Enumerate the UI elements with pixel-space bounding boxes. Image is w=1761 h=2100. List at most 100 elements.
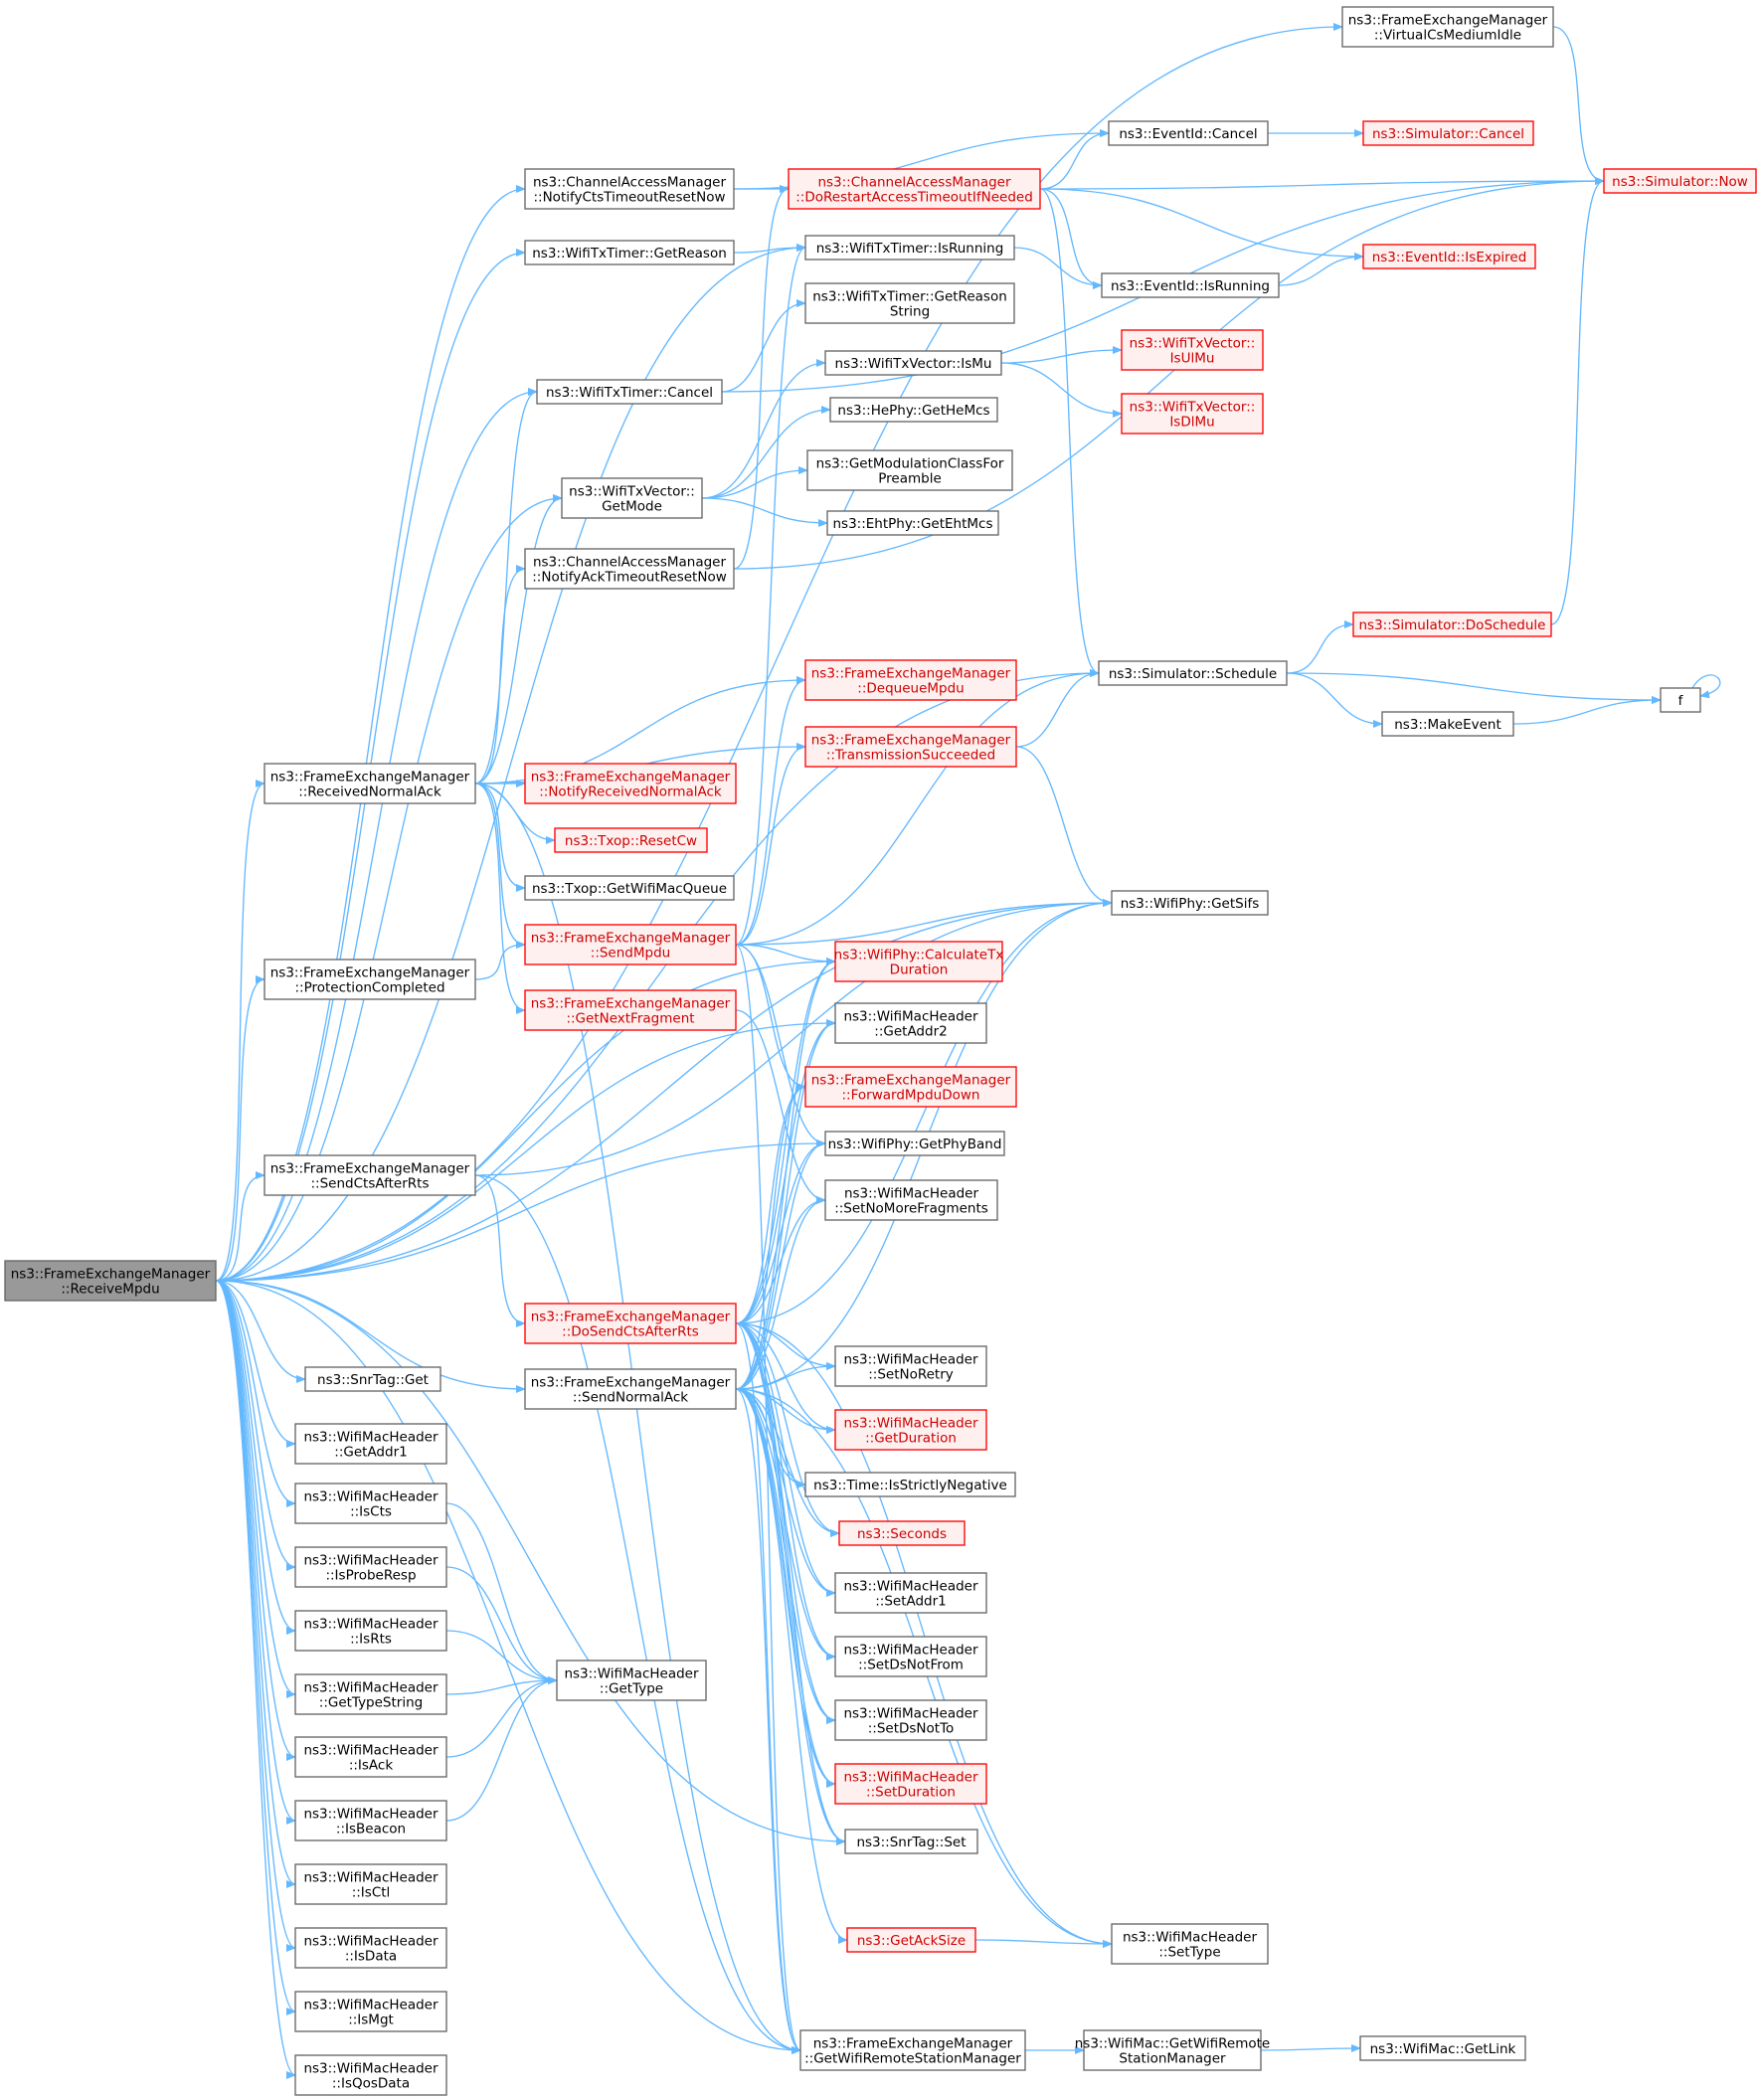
- node-setDsNotFrom[interactable]: ns3::WifiMacHeader::SetDsNotFrom: [834, 1636, 987, 1677]
- edge-root-typeString: [215, 1280, 296, 1698]
- edge-root-isCtl: [215, 1280, 296, 1888]
- node-getAckSize[interactable]: ns3::GetAckSize: [846, 1927, 976, 1953]
- node-box: [804, 1066, 1017, 1108]
- node-isRts[interactable]: ns3::WifiMacHeader::IsRts: [294, 1610, 447, 1652]
- node-noMoreFrag[interactable]: ns3::WifiMacHeader::SetNoMoreFragments: [824, 1179, 998, 1221]
- node-setType[interactable]: ns3::WifiMacHeader::SetType: [1111, 1923, 1269, 1965]
- node-vcsIdle[interactable]: ns3::FrameExchangeManager::VirtualCsMedi…: [1341, 6, 1554, 48]
- node-box: [834, 1572, 987, 1614]
- node-getRsm[interactable]: ns3::FrameExchangeManager::GetWifiRemote…: [799, 2029, 1026, 2071]
- edge-vcsIdle-now: [1552, 26, 1605, 185]
- node-resetCw[interactable]: ns3::Txop::ResetCw: [554, 827, 708, 853]
- node-getLink[interactable]: ns3::WifiMac::GetLink: [1359, 2035, 1526, 2061]
- node-label: ns3::MakeEvent: [1394, 717, 1501, 733]
- edge-root-phyBand: [215, 1139, 826, 1282]
- node-evCancel[interactable]: ns3::EventId::Cancel: [1108, 120, 1269, 146]
- node-label: ns3::FrameExchangeManager: [1348, 13, 1548, 29]
- node-protCompleted[interactable]: ns3::FrameExchangeManager::ProtectionCom…: [264, 959, 476, 1000]
- node-getReason[interactable]: ns3::WifiTxTimer::GetReason: [524, 240, 735, 265]
- node-seconds[interactable]: ns3::Seconds: [838, 1520, 966, 1546]
- node-getAddr2[interactable]: ns3::WifiMacHeader::GetAddr2: [834, 1002, 987, 1044]
- node-isDlMu[interactable]: ns3::WifiTxVector::IsDlMu: [1121, 393, 1264, 435]
- edge-doSendCts-seconds: [735, 1322, 840, 1537]
- node-phyBand[interactable]: ns3::WifiPhy::GetPhyBand: [824, 1131, 1005, 1156]
- node-isMu[interactable]: ns3::WifiTxVector::IsMu: [824, 350, 1002, 376]
- node-getSifs[interactable]: ns3::WifiPhy::GetSifs: [1111, 890, 1269, 916]
- node-box: [294, 1863, 447, 1905]
- edge-doSendCts-noMoreFrag: [735, 1196, 826, 1324]
- node-getType[interactable]: ns3::WifiMacHeader::GetType: [556, 1660, 707, 1701]
- node-simCancel[interactable]: ns3::Simulator::Cancel: [1362, 120, 1534, 146]
- node-notifyAck[interactable]: ns3::ChannelAccessManager::NotifyAckTime…: [524, 548, 735, 590]
- node-txIsRunning[interactable]: ns3::WifiTxTimer::IsRunning: [804, 235, 1015, 261]
- node-isBeacon[interactable]: ns3::WifiMacHeader::IsBeacon: [294, 1800, 447, 1841]
- node-macRsm[interactable]: ns3::WifiMac::GetWifiRemoteStationManage…: [1075, 2029, 1270, 2071]
- node-sendNormalAck[interactable]: ns3::FrameExchangeManager::SendNormalAck: [524, 1368, 737, 1410]
- node-snrSet[interactable]: ns3::SnrTag::Set: [844, 1829, 978, 1854]
- node-isMgt[interactable]: ns3::WifiMacHeader::IsMgt: [294, 1991, 447, 2032]
- node-box: [524, 763, 737, 804]
- node-box: [294, 1673, 447, 1715]
- node-getAddr1[interactable]: ns3::WifiMacHeader::GetAddr1: [294, 1423, 447, 1465]
- node-doSendCts[interactable]: ns3::FrameExchangeManager::DoSendCtsAfte…: [524, 1303, 737, 1344]
- node-doRestart[interactable]: ns3::ChannelAccessManager::DoRestartAcce…: [788, 168, 1041, 210]
- node-makeEvent[interactable]: ns3::MakeEvent: [1381, 711, 1514, 737]
- node-label: ns3::HePhy::GetHeMcs: [837, 403, 989, 419]
- node-setDuration[interactable]: ns3::WifiMacHeader::SetDuration: [834, 1763, 987, 1805]
- node-isExpired[interactable]: ns3::EventId::IsExpired: [1362, 244, 1536, 269]
- node-fwdDown[interactable]: ns3::FrameExchangeManager::ForwardMpduDo…: [804, 1066, 1017, 1108]
- node-box: [1603, 168, 1757, 194]
- node-setNoRetry[interactable]: ns3::WifiMacHeader::SetNoRetry: [834, 1345, 987, 1387]
- node-heMcs[interactable]: ns3::HePhy::GetHeMcs: [829, 397, 998, 423]
- node-evIsRunning[interactable]: ns3::EventId::IsRunning: [1101, 272, 1280, 298]
- node-f[interactable]: f: [1660, 687, 1701, 713]
- node-txCancel[interactable]: ns3::WifiTxTimer::Cancel: [536, 379, 723, 405]
- node-isCts[interactable]: ns3::WifiMacHeader::IsCts: [294, 1483, 447, 1524]
- node-box: [824, 350, 1002, 376]
- node-box: [788, 168, 1041, 210]
- edge-getReason-txIsRunning: [733, 244, 806, 254]
- node-box: [294, 1610, 447, 1652]
- edge-sendMpdu-schedule: [735, 669, 1100, 946]
- node-now[interactable]: ns3::Simulator::Now: [1603, 168, 1757, 194]
- node-sendMpdu[interactable]: ns3::FrameExchangeManager::SendMpdu: [524, 924, 737, 965]
- node-getMode[interactable]: ns3::WifiTxVector::GetMode: [561, 477, 703, 519]
- node-label: ns3::FrameExchangeManager: [270, 1161, 470, 1177]
- node-getDuration[interactable]: ns3::WifiMacHeader::GetDuration: [834, 1409, 987, 1451]
- node-txSucceeded[interactable]: ns3::FrameExchangeManager::TransmissionS…: [804, 726, 1017, 768]
- node-box: [524, 168, 735, 210]
- node-box: [834, 1002, 987, 1044]
- node-notifyRxAck[interactable]: ns3::FrameExchangeManager::NotifyReceive…: [524, 763, 737, 804]
- node-isAck[interactable]: ns3::WifiMacHeader::IsAck: [294, 1736, 447, 1778]
- node-sendCts[interactable]: ns3::FrameExchangeManager::SendCtsAfterR…: [264, 1154, 476, 1196]
- node-isCtl[interactable]: ns3::WifiMacHeader::IsCtl: [294, 1863, 447, 1905]
- node-root[interactable]: ns3::FrameExchangeManager::ReceiveMpdu: [4, 1260, 217, 1302]
- node-isStrictlyNeg[interactable]: ns3::Time::IsStrictlyNegative: [804, 1472, 1016, 1497]
- node-label: ns3::EventId::Cancel: [1119, 126, 1257, 142]
- node-ehtMcs[interactable]: ns3::EhtPhy::GetEhtMcs: [826, 510, 999, 536]
- node-setAddr1[interactable]: ns3::WifiMacHeader::SetAddr1: [834, 1572, 987, 1614]
- node-isData[interactable]: ns3::WifiMacHeader::IsData: [294, 1927, 447, 1969]
- node-setDsNotTo[interactable]: ns3::WifiMacHeader::SetDsNotTo: [834, 1699, 987, 1741]
- node-typeString[interactable]: ns3::WifiMacHeader::GetTypeString: [294, 1673, 447, 1715]
- node-isUlMu[interactable]: ns3::WifiTxVector::IsUlMu: [1121, 329, 1264, 371]
- node-label: ::ForwardMpduDown: [842, 1088, 980, 1104]
- node-isQosData[interactable]: ns3::WifiMacHeader::IsQosData: [294, 2054, 447, 2096]
- node-getQueue[interactable]: ns3::Txop::GetWifiMacQueue: [524, 875, 735, 901]
- node-dequeue[interactable]: ns3::FrameExchangeManager::DequeueMpdu: [804, 659, 1017, 701]
- node-isProbeResp[interactable]: ns3::WifiMacHeader::IsProbeResp: [294, 1546, 447, 1588]
- node-label: ns3::WifiMacHeader: [1123, 1930, 1258, 1946]
- node-snrGet[interactable]: ns3::SnrTag::Get: [304, 1366, 441, 1392]
- edge-sendNormalAck-noMoreFrag: [735, 1196, 826, 1390]
- node-box: [1362, 120, 1534, 146]
- node-schedule[interactable]: ns3::Simulator::Schedule: [1098, 660, 1288, 686]
- node-notifyCts[interactable]: ns3::ChannelAccessManager::NotifyCtsTime…: [524, 168, 735, 210]
- node-label: ns3::WifiMacHeader: [303, 1743, 439, 1759]
- node-rxNormalAck[interactable]: ns3::FrameExchangeManager::ReceivedNorma…: [264, 763, 476, 804]
- node-nextFrag[interactable]: ns3::FrameExchangeManager::GetNextFragme…: [524, 989, 737, 1031]
- node-box: [834, 1409, 987, 1451]
- node-doSchedule[interactable]: ns3::Simulator::DoSchedule: [1352, 612, 1552, 637]
